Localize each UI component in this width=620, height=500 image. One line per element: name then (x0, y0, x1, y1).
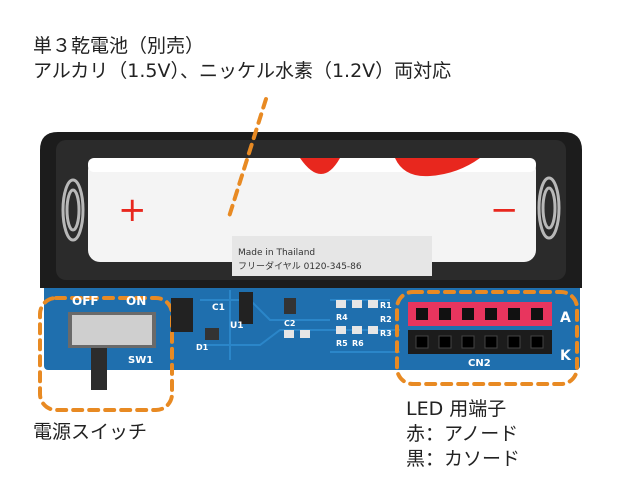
silk-r3: R3 (380, 329, 392, 338)
silk-sw1: SW1 (128, 355, 153, 366)
callout-frames (38, 97, 579, 412)
spring-contact-left (61, 178, 85, 242)
silk-r1: R1 (380, 301, 392, 310)
silk-r5: R5 (336, 339, 348, 348)
battery-label-area (232, 236, 432, 276)
silk-c2: C2 (284, 319, 295, 328)
battery-callout-line (226, 97, 268, 222)
battery-note: 単３乾電池（別売） アルカリ（1.5V）、ニッケル水素（1.2V）両対応 (33, 34, 451, 84)
battery-free-dial: フリーダイヤル 0120-345-86 (238, 260, 362, 272)
battery-red-mark-left (300, 158, 340, 174)
silk-cn2: CN2 (468, 358, 491, 369)
led-note-line1: LED 用端子 (406, 398, 507, 420)
spring-contact-right (537, 176, 561, 240)
switch-note: 電源スイッチ (33, 421, 148, 443)
silk-u1: U1 (230, 321, 244, 331)
silkscreen-labels: OFF ON SW1 CN2 A K C1 U1 C2 R1 R2 R3 R4 … (72, 294, 572, 369)
header-anode-pins[interactable] (416, 308, 543, 320)
led-callout-frame (395, 290, 579, 386)
silk-off: OFF (72, 294, 99, 308)
c1-capacitor (239, 292, 253, 324)
header-cathode-pins[interactable] (415, 335, 544, 349)
c2-capacitor (284, 298, 296, 314)
u1-chip (171, 298, 193, 332)
resistor-pads (284, 300, 378, 338)
switch-callout-frame (38, 296, 174, 412)
silk-d1: D1 (196, 343, 209, 352)
led-note-line2: 赤：アノード (406, 423, 519, 445)
battery-red-mark-right (395, 158, 480, 177)
silk-r4: R4 (336, 313, 348, 322)
silk-c1: C1 (212, 303, 225, 313)
battery-note-line1: 単３乾電池（別売） (33, 35, 205, 57)
switch-cover (72, 315, 152, 345)
battery-note-line2: アルカリ（1.5V）、ニッケル水素（1.2V）両対応 (33, 60, 452, 82)
battery-made-in: Made in Thailand (238, 248, 315, 258)
switch-lever[interactable] (91, 348, 107, 390)
small-component-1 (205, 328, 219, 340)
led-note-line3: 黒：カソード (406, 448, 521, 470)
battery-minus-sign: − (490, 190, 519, 230)
silk-k: K (560, 348, 572, 364)
led-note: LED 用端子 赤：アノード 黒：カソード (406, 397, 520, 472)
header-anode-row (408, 302, 552, 326)
silk-r2: R2 (380, 315, 392, 324)
header-cathode-row (408, 330, 552, 354)
silk-r6: R6 (352, 339, 364, 348)
silk-a: A (560, 310, 571, 326)
battery-plus-sign: + (118, 190, 147, 230)
silk-on: ON (126, 294, 146, 308)
